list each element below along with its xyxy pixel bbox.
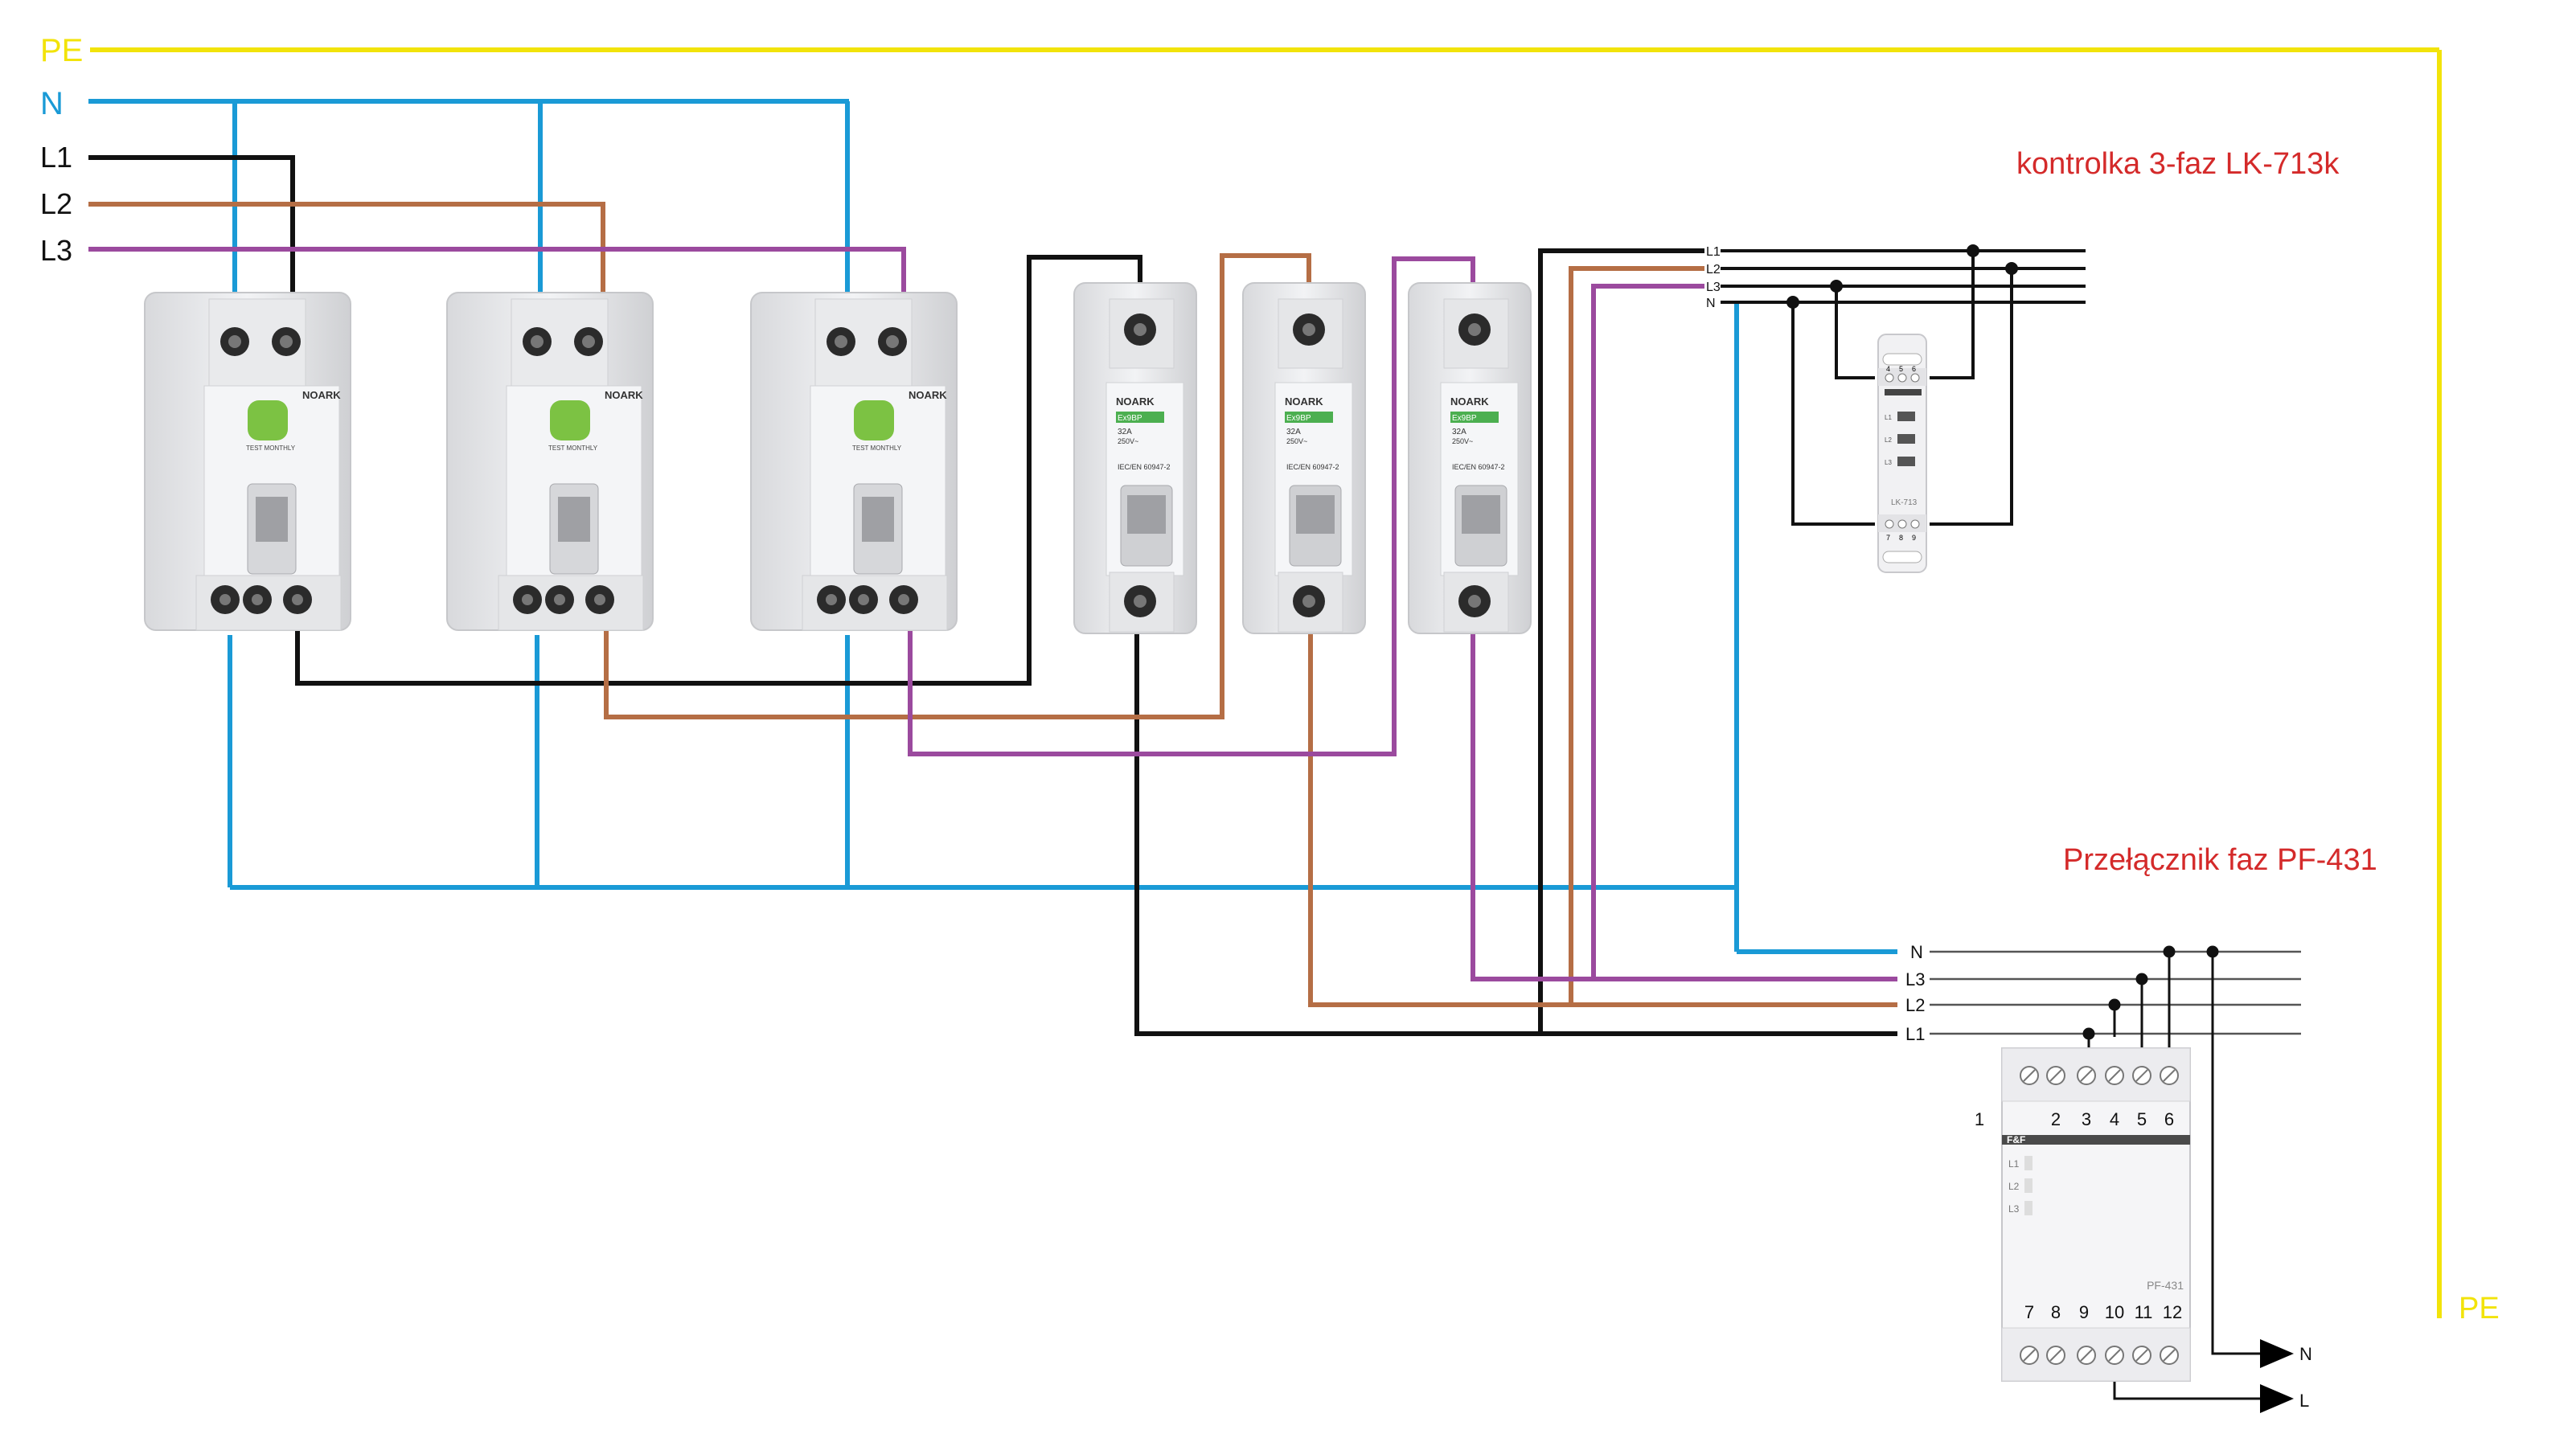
pf-num-9: 9 xyxy=(2079,1302,2089,1322)
mcb-rating: 32A xyxy=(1286,428,1301,436)
pf-lamp-l2: L2 xyxy=(2008,1181,2020,1192)
lk713-term-8: 8 xyxy=(1899,534,1903,542)
mcb-model: Ex9BP xyxy=(1452,414,1477,423)
rcd-group: NOARK TEST MONTHLY NOARK TEST MONTHLY NOARK T… xyxy=(144,292,958,631)
lk713-feed-labels: L1 L2 L3 N xyxy=(1706,245,1721,310)
mcb-rating: 32A xyxy=(1452,428,1466,436)
rcd-brand: NOARK xyxy=(909,389,947,401)
mcb-standard: IEC/EN 60947-2 xyxy=(1118,463,1171,471)
title-phase-indicator: kontrolka 3-faz LK-713k xyxy=(2016,147,2340,181)
lk713-term-4: 4 xyxy=(1886,365,1890,373)
mcb-toggle[interactable] xyxy=(1296,495,1335,534)
pf-num-3: 3 xyxy=(2082,1109,2091,1129)
lk713-term-7: 7 xyxy=(1886,534,1890,542)
pf-out-n: N xyxy=(2299,1344,2312,1364)
rcd-toggle[interactable] xyxy=(256,497,288,542)
lk-feed-n: N xyxy=(1706,297,1716,310)
pf-feed-l1: L1 xyxy=(1905,1024,1925,1044)
title-phase-switch: Przełącznik faz PF-431 xyxy=(2063,843,2377,877)
rcd-brand: NOARK xyxy=(605,389,643,401)
pf-num-7: 7 xyxy=(2024,1302,2034,1322)
bus-label-l2: L2 xyxy=(40,187,72,220)
rcd-test-label: TEST MONTHLY xyxy=(548,445,598,452)
mcb-toggle[interactable] xyxy=(1127,495,1166,534)
lk-feed-lines xyxy=(1721,244,2086,526)
mcb-brand: NOARK xyxy=(1450,395,1489,408)
rcd-toggle[interactable] xyxy=(558,497,590,542)
pf-num-6: 6 xyxy=(2164,1109,2174,1129)
rcd-device-3: NOARK TEST MONTHLY xyxy=(750,292,958,631)
mcb-voltage: 250V~ xyxy=(1118,437,1138,445)
mcb-model: Ex9BP xyxy=(1118,414,1142,423)
pf431-brand: F&F xyxy=(2007,1134,2025,1145)
pf-num-12: 12 xyxy=(2163,1302,2182,1322)
pf-num-5: 5 xyxy=(2137,1109,2147,1129)
pf431-feed-labels: N L3 L2 L1 N L xyxy=(1905,942,2312,1411)
lk713-term-5: 5 xyxy=(1899,365,1903,373)
rcd-test-label: TEST MONTHLY xyxy=(246,445,296,452)
pf-feed-n: N xyxy=(1910,942,1923,962)
rcd-brand: NOARK xyxy=(302,389,341,401)
pf431-device: F&F 1 2 3 4 5 6 7 8 9 10 11 12 L1 L2 L3 … xyxy=(1975,1047,2191,1382)
pe-bus xyxy=(90,47,2442,1318)
mcb-rating: 32A xyxy=(1118,428,1132,436)
n-bus xyxy=(88,99,1897,954)
lk713-lamp-l1: L1 xyxy=(1885,414,1892,421)
pf-num-1: 1 xyxy=(1975,1109,1984,1129)
lk713-term-6: 6 xyxy=(1912,365,1916,373)
pf-lamp-l1: L1 xyxy=(2008,1158,2020,1170)
pf-num-11: 11 xyxy=(2135,1302,2153,1322)
lk713-term-9: 9 xyxy=(1912,534,1916,542)
bus-label-pe-right: PE xyxy=(2459,1292,2500,1325)
mcb-voltage: 250V~ xyxy=(1286,437,1307,445)
rcd-test-label: TEST MONTHLY xyxy=(852,445,902,452)
pf-num-4: 4 xyxy=(2110,1109,2119,1129)
mcb-toggle[interactable] xyxy=(1462,495,1500,534)
mcb-brand: NOARK xyxy=(1285,395,1323,408)
pf-feed-l3: L3 xyxy=(1905,969,1925,989)
pf-num-10: 10 xyxy=(2105,1302,2124,1322)
bus-label-l3: L3 xyxy=(40,234,72,267)
bus-label-l1: L1 xyxy=(40,141,72,174)
rcd-device-2: NOARK TEST MONTHLY xyxy=(446,292,654,631)
test-button[interactable] xyxy=(248,400,288,440)
l1-wire xyxy=(88,155,1897,1036)
mcb-brand: NOARK xyxy=(1116,395,1155,408)
bus-label-pe: PE xyxy=(40,33,83,68)
test-button[interactable] xyxy=(854,400,894,440)
pf-out-l: L xyxy=(2299,1391,2309,1411)
lk-feed-l3: L3 xyxy=(1706,281,1721,294)
lk713-model: LK-713 xyxy=(1891,498,1918,507)
pf-lamp-l3: L3 xyxy=(2008,1203,2020,1215)
test-button[interactable] xyxy=(550,400,590,440)
rcd-toggle[interactable] xyxy=(862,497,894,542)
rcd-device-1: NOARK TEST MONTHLY xyxy=(144,292,351,631)
bus-label-n: N xyxy=(40,86,64,121)
mcb-standard: IEC/EN 60947-2 xyxy=(1452,463,1505,471)
lk713-lamp-l2: L2 xyxy=(1885,436,1892,444)
pf-feed-l2: L2 xyxy=(1905,995,1925,1015)
l3-wire xyxy=(88,247,1897,981)
mcb-standard: IEC/EN 60947-2 xyxy=(1286,463,1339,471)
mcb-voltage: 250V~ xyxy=(1452,437,1473,445)
lk713-lamp-l3: L3 xyxy=(1885,459,1892,466)
pf-num-8: 8 xyxy=(2051,1302,2061,1322)
lk-feed-l2: L2 xyxy=(1706,263,1721,277)
pf-num-2: 2 xyxy=(2051,1109,2061,1129)
lk713-device: 4 5 6 7 8 9 L1 L2 L3 LK-713 xyxy=(1877,334,1927,573)
l2-wire xyxy=(88,202,1897,1007)
lk-feed-l1: L1 xyxy=(1706,245,1721,259)
pf431-model: PF-431 xyxy=(2147,1279,2184,1292)
mcb-model: Ex9BP xyxy=(1286,414,1311,423)
